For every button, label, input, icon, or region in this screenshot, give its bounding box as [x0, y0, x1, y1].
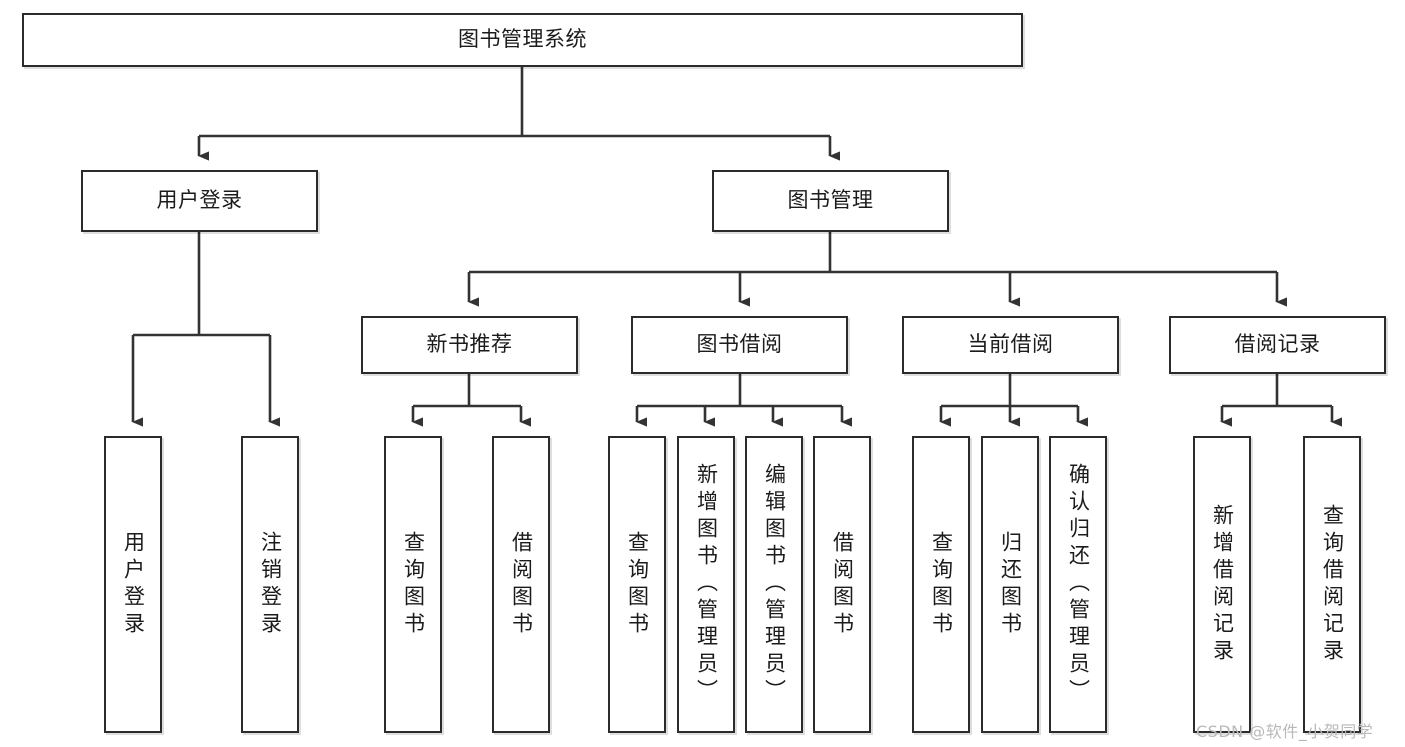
- node-leaf-query-book-1[interactable]: 查询图书: [384, 436, 442, 733]
- node-new-book-recommend-label: 新书推荐: [426, 332, 513, 357]
- node-user-login-label: 用户登录: [156, 188, 243, 213]
- node-leaf-edit-book-label: 编辑图书（管理员）: [762, 463, 787, 706]
- node-leaf-user-login[interactable]: 用户登录: [104, 436, 162, 733]
- node-user-login[interactable]: 用户登录: [81, 170, 318, 232]
- node-leaf-query-record-label: 查询借阅记录: [1320, 503, 1345, 666]
- node-new-book-recommend[interactable]: 新书推荐: [361, 316, 578, 374]
- node-leaf-query-record[interactable]: 查询借阅记录: [1303, 436, 1361, 733]
- node-current-borrow[interactable]: 当前借阅: [902, 316, 1119, 374]
- node-leaf-confirm-return[interactable]: 确认归还（管理员）: [1049, 436, 1107, 733]
- node-book-manage[interactable]: 图书管理: [712, 170, 949, 232]
- node-leaf-return-book-label: 归还图书: [998, 530, 1023, 639]
- node-root[interactable]: 图书管理系统: [22, 13, 1023, 67]
- node-root-label: 图书管理系统: [458, 27, 587, 52]
- node-leaf-borrow-book-2-label: 借阅图书: [830, 530, 855, 639]
- node-borrow-record-label: 借阅记录: [1234, 332, 1321, 357]
- node-leaf-return-book[interactable]: 归还图书: [981, 436, 1039, 733]
- node-leaf-edit-book[interactable]: 编辑图书（管理员）: [745, 436, 803, 733]
- node-leaf-borrow-book-1[interactable]: 借阅图书: [492, 436, 550, 733]
- node-leaf-borrow-book-1-label: 借阅图书: [509, 530, 534, 639]
- node-book-borrow-label: 图书借阅: [696, 332, 783, 357]
- node-book-borrow[interactable]: 图书借阅: [631, 316, 848, 374]
- node-leaf-query-book-2[interactable]: 查询图书: [608, 436, 666, 733]
- node-borrow-record[interactable]: 借阅记录: [1169, 316, 1386, 374]
- node-leaf-add-record-label: 新增借阅记录: [1210, 503, 1235, 666]
- node-leaf-logout-login[interactable]: 注销登录: [241, 436, 299, 733]
- node-leaf-query-book-3-label: 查询图书: [929, 530, 954, 639]
- node-leaf-logout-login-label: 注销登录: [258, 530, 283, 639]
- node-leaf-add-book[interactable]: 新增图书（管理员）: [677, 436, 735, 733]
- node-leaf-add-book-label: 新增图书（管理员）: [694, 463, 719, 706]
- node-leaf-query-book-1-label: 查询图书: [401, 530, 426, 639]
- node-leaf-confirm-return-label: 确认归还（管理员）: [1066, 463, 1091, 706]
- node-leaf-borrow-book-2[interactable]: 借阅图书: [813, 436, 871, 733]
- node-current-borrow-label: 当前借阅: [967, 332, 1054, 357]
- node-leaf-query-book-2-label: 查询图书: [625, 530, 650, 639]
- node-book-manage-label: 图书管理: [787, 188, 874, 213]
- node-leaf-add-record[interactable]: 新增借阅记录: [1193, 436, 1251, 733]
- node-leaf-query-book-3[interactable]: 查询图书: [912, 436, 970, 733]
- node-leaf-user-login-label: 用户登录: [121, 530, 146, 639]
